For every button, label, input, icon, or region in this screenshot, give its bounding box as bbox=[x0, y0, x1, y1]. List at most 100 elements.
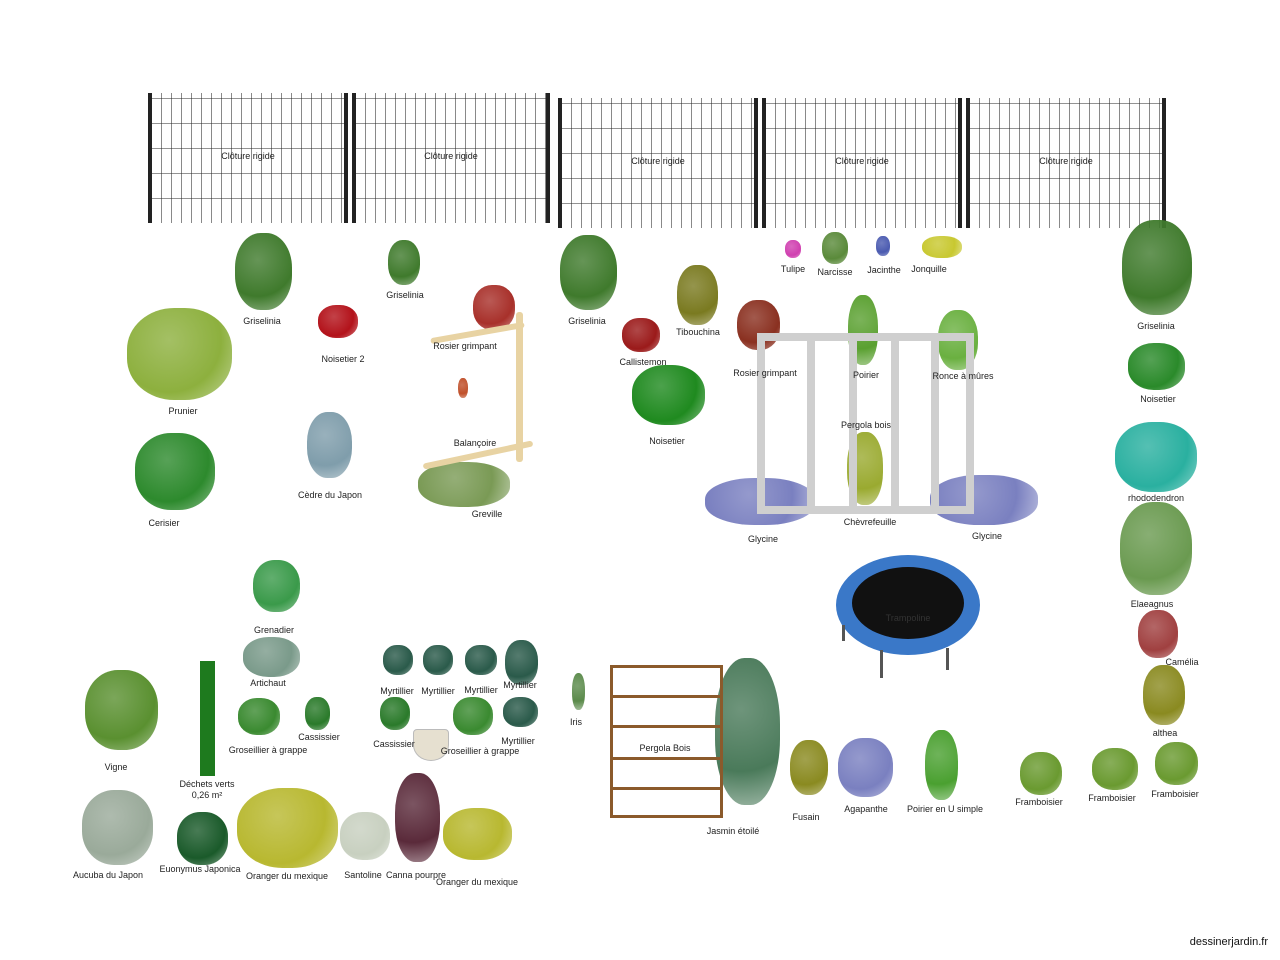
plant-label: Cèdre du Japon bbox=[297, 490, 363, 500]
fence-label: Clôture rigide bbox=[835, 156, 889, 166]
plant-cedre-du-japon[interactable] bbox=[307, 412, 352, 478]
plant-label: Griselinia bbox=[243, 316, 281, 326]
plant-althea[interactable] bbox=[1143, 665, 1185, 725]
urn-planter[interactable] bbox=[413, 729, 449, 761]
plant-label: Griselinia bbox=[1137, 321, 1175, 331]
plant-framboisier[interactable] bbox=[1020, 752, 1062, 795]
pergola-beam bbox=[891, 341, 899, 506]
trampoline[interactable]: Trampoline bbox=[836, 555, 980, 655]
plant-label: Groseillier à grappe bbox=[440, 746, 520, 756]
plant-label: Callistemon bbox=[619, 357, 667, 367]
plant-oranger-du-mexique[interactable] bbox=[443, 808, 512, 860]
plant-narcisse[interactable] bbox=[822, 232, 848, 264]
plant-label: Narcisse bbox=[817, 267, 853, 277]
plant-label: Framboisier bbox=[1015, 797, 1063, 807]
plant-tibouchina[interactable] bbox=[677, 265, 718, 325]
fence-panel[interactable]: Clôture rigide bbox=[352, 93, 550, 223]
plant-groseillier-a-grappe[interactable] bbox=[453, 697, 493, 735]
plant-jacinthe[interactable] bbox=[876, 236, 890, 256]
plant-label: Chèvrefeuille bbox=[843, 517, 897, 527]
plant-callistemon[interactable] bbox=[622, 318, 660, 352]
plant-label: Noisetier bbox=[649, 436, 685, 446]
plant-label: Ronce à mûres bbox=[932, 371, 994, 381]
plant-label: Tulipe bbox=[780, 264, 806, 274]
fence-panel[interactable]: Clôture rigide bbox=[762, 98, 962, 228]
fence-panel[interactable]: Clôture rigide bbox=[966, 98, 1166, 228]
plant-label: Noisetier bbox=[1140, 394, 1176, 404]
plant-myrtillier[interactable] bbox=[383, 645, 413, 675]
plant-framboisier[interactable] bbox=[1155, 742, 1198, 785]
plant-label: Prunier bbox=[168, 406, 198, 416]
plant-tulipe[interactable] bbox=[785, 240, 801, 258]
plant-label: Rosier grimpant bbox=[433, 341, 497, 351]
plant-camelia[interactable] bbox=[1138, 610, 1178, 658]
plant-prunier[interactable] bbox=[127, 308, 232, 400]
plant-glycine[interactable] bbox=[930, 475, 1038, 525]
plant-balancoire[interactable] bbox=[458, 378, 468, 398]
pergola-lower-label: Pergola Bois bbox=[639, 743, 691, 753]
plant-artichaut[interactable] bbox=[243, 637, 300, 677]
plant-label: Canna pourpre bbox=[385, 870, 447, 880]
plant-iris[interactable] bbox=[572, 673, 585, 710]
trampoline-label: Trampoline bbox=[885, 613, 931, 623]
pergola-bois-lower[interactable] bbox=[610, 665, 723, 818]
plant-jonquille[interactable] bbox=[922, 236, 962, 258]
plant-greville[interactable] bbox=[418, 462, 510, 507]
plant-label: Cassissier bbox=[298, 732, 340, 742]
plant-grenadier[interactable] bbox=[253, 560, 300, 612]
plant-label: Grenadier bbox=[253, 625, 295, 635]
plant-myrtillier[interactable] bbox=[423, 645, 453, 675]
plant-aucuba-du-japon[interactable] bbox=[82, 790, 153, 865]
plant-jasmin-etoile[interactable] bbox=[715, 658, 780, 805]
plant-label: Cerisier bbox=[148, 518, 180, 528]
plant-griselinia[interactable] bbox=[235, 233, 292, 310]
fence-panel[interactable]: Clôture rigide bbox=[148, 93, 348, 223]
plant-myrtillier[interactable] bbox=[505, 640, 538, 685]
plant-label: Myrtillier bbox=[464, 685, 498, 695]
plant-poirier-en-u-simple[interactable] bbox=[925, 730, 958, 800]
pergola-bois[interactable] bbox=[757, 333, 974, 514]
trampoline-leg bbox=[880, 650, 883, 678]
plant-noisetier[interactable] bbox=[632, 365, 705, 425]
plant-label: Groseillier à grappe bbox=[228, 745, 308, 755]
plant-label: Rosier grimpant bbox=[733, 368, 797, 378]
plant-label: Framboisier bbox=[1151, 789, 1199, 799]
plant-groseillier-a-grappe[interactable] bbox=[238, 698, 280, 735]
plant-label: althea bbox=[1152, 728, 1178, 738]
plant-canna-pourpre[interactable] bbox=[395, 773, 440, 862]
plant-agapanthe[interactable] bbox=[838, 738, 893, 797]
swing-frame[interactable] bbox=[516, 312, 523, 462]
plant-griselinia[interactable] bbox=[560, 235, 617, 310]
plant-noisetier[interactable] bbox=[1128, 343, 1185, 390]
plant-rhododendron[interactable] bbox=[1115, 422, 1197, 492]
plant-fusain[interactable] bbox=[790, 740, 828, 795]
plant-label: Oranger du mexique bbox=[245, 871, 329, 881]
plant-myrtillier[interactable] bbox=[465, 645, 497, 675]
plant-rosier-grimpant[interactable] bbox=[473, 285, 515, 330]
plant-santoline[interactable] bbox=[340, 812, 390, 860]
trampoline-leg bbox=[842, 625, 845, 641]
plant-elaeagnus[interactable] bbox=[1120, 502, 1192, 595]
plant-label: Jacinthe bbox=[867, 265, 901, 275]
plant-vigne[interactable] bbox=[85, 670, 158, 750]
plant-myrtillier[interactable] bbox=[503, 697, 538, 727]
pergola-label: Pergola bois bbox=[840, 420, 892, 430]
plant-cassissier[interactable] bbox=[305, 697, 330, 730]
fence-panel[interactable]: Clôture rigide bbox=[558, 98, 758, 228]
plant-label: Oranger du mexique bbox=[435, 877, 519, 887]
plant-framboisier[interactable] bbox=[1092, 748, 1138, 790]
plant-oranger-du-mexique[interactable] bbox=[237, 788, 338, 868]
plant-label: Griselinia bbox=[386, 290, 424, 300]
plant-griselinia[interactable] bbox=[388, 240, 420, 285]
plant-label: Myrtillier bbox=[501, 736, 535, 746]
plant-cassissier[interactable] bbox=[380, 697, 410, 730]
plant-griselinia[interactable] bbox=[1122, 220, 1192, 315]
compost-label: Déchets verts bbox=[179, 779, 235, 789]
plant-noisetier-2[interactable] bbox=[318, 305, 358, 338]
plant-cerisier[interactable] bbox=[135, 433, 215, 510]
plant-label: Santoline bbox=[344, 870, 382, 880]
compost-area: 0,26 m² bbox=[191, 790, 223, 800]
compost-bin[interactable] bbox=[200, 661, 215, 776]
plant-label: rhododendron bbox=[1127, 493, 1185, 503]
plant-euonymus-japonica[interactable] bbox=[177, 812, 228, 865]
